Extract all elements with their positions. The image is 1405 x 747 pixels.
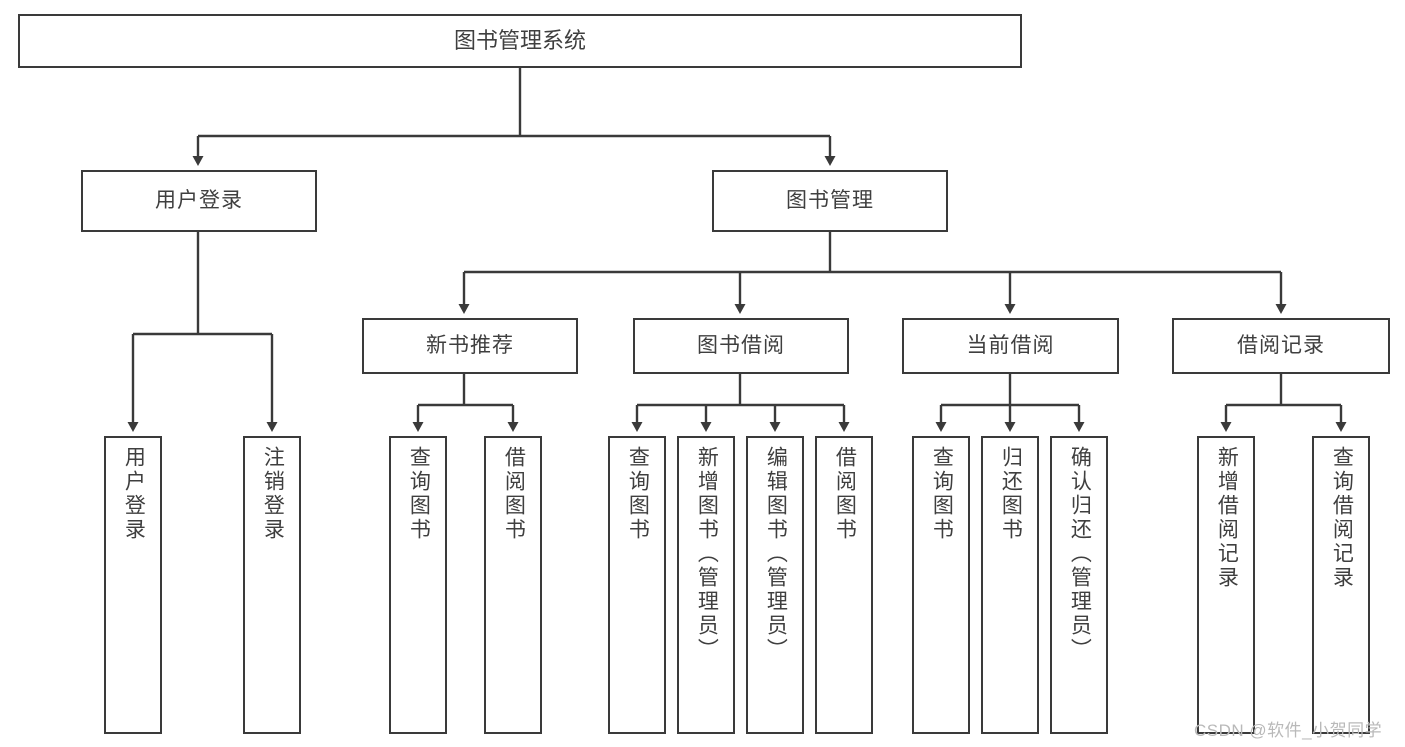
node-label: 新增借阅记录 <box>1215 446 1239 590</box>
node-label: 用户登录 <box>155 188 243 212</box>
node-label: 图书管理 <box>786 188 874 212</box>
node-label: 当前借阅 <box>966 333 1055 357</box>
node-user-login[interactable]: 用户登录 <box>81 170 317 232</box>
leaf-record-query-record[interactable]: 查询借阅记录 <box>1312 436 1370 734</box>
leaf-record-add-record[interactable]: 新增借阅记录 <box>1197 436 1255 734</box>
leaf-borrow-edit-book-admin[interactable]: 编辑图书（管理员） <box>746 436 804 734</box>
node-new-book-recommend[interactable]: 新书推荐 <box>362 318 578 374</box>
node-label: 查询图书 <box>626 446 650 542</box>
leaf-borrow-query-book[interactable]: 查询图书 <box>608 436 666 734</box>
node-book-borrow[interactable]: 图书借阅 <box>633 318 849 374</box>
node-borrow-record[interactable]: 借阅记录 <box>1172 318 1390 374</box>
leaf-borrow-add-book-admin[interactable]: 新增图书（管理员） <box>677 436 735 734</box>
node-label: 用户登录 <box>122 446 146 542</box>
leaf-user-login-login[interactable]: 用户登录 <box>104 436 162 734</box>
leaf-recommend-query-book[interactable]: 查询图书 <box>389 436 447 734</box>
leaf-borrow-borrow-book[interactable]: 借阅图书 <box>815 436 873 734</box>
node-label: 新增图书（管理员） <box>695 446 719 662</box>
node-label: 归还图书 <box>999 446 1023 542</box>
leaf-current-return-book[interactable]: 归还图书 <box>981 436 1039 734</box>
node-label: 查询借阅记录 <box>1330 446 1354 590</box>
node-label: 图书借阅 <box>697 333 785 357</box>
leaf-current-query-book[interactable]: 查询图书 <box>912 436 970 734</box>
node-root-system[interactable]: 图书管理系统 <box>18 14 1022 68</box>
leaf-current-confirm-return-admin[interactable]: 确认归还（管理员） <box>1050 436 1108 734</box>
node-label: 确认归还（管理员） <box>1068 446 1092 662</box>
node-label: 查询图书 <box>930 446 954 542</box>
csdn-watermark: CSDN @软件_小贺同学 <box>1194 721 1383 740</box>
node-current-borrow[interactable]: 当前借阅 <box>902 318 1119 374</box>
node-label: 查询图书 <box>407 446 431 542</box>
leaf-user-login-logout[interactable]: 注销登录 <box>243 436 301 734</box>
node-label: 借阅图书 <box>833 446 857 542</box>
node-label: 编辑图书（管理员） <box>764 446 788 662</box>
leaf-recommend-borrow-book[interactable]: 借阅图书 <box>484 436 542 734</box>
node-label: 借阅记录 <box>1237 333 1325 357</box>
node-label: 注销登录 <box>261 446 285 542</box>
node-label: 图书管理系统 <box>453 28 586 54</box>
node-label: 新书推荐 <box>426 333 514 357</box>
node-label: 借阅图书 <box>502 446 526 542</box>
node-book-management[interactable]: 图书管理 <box>712 170 948 232</box>
